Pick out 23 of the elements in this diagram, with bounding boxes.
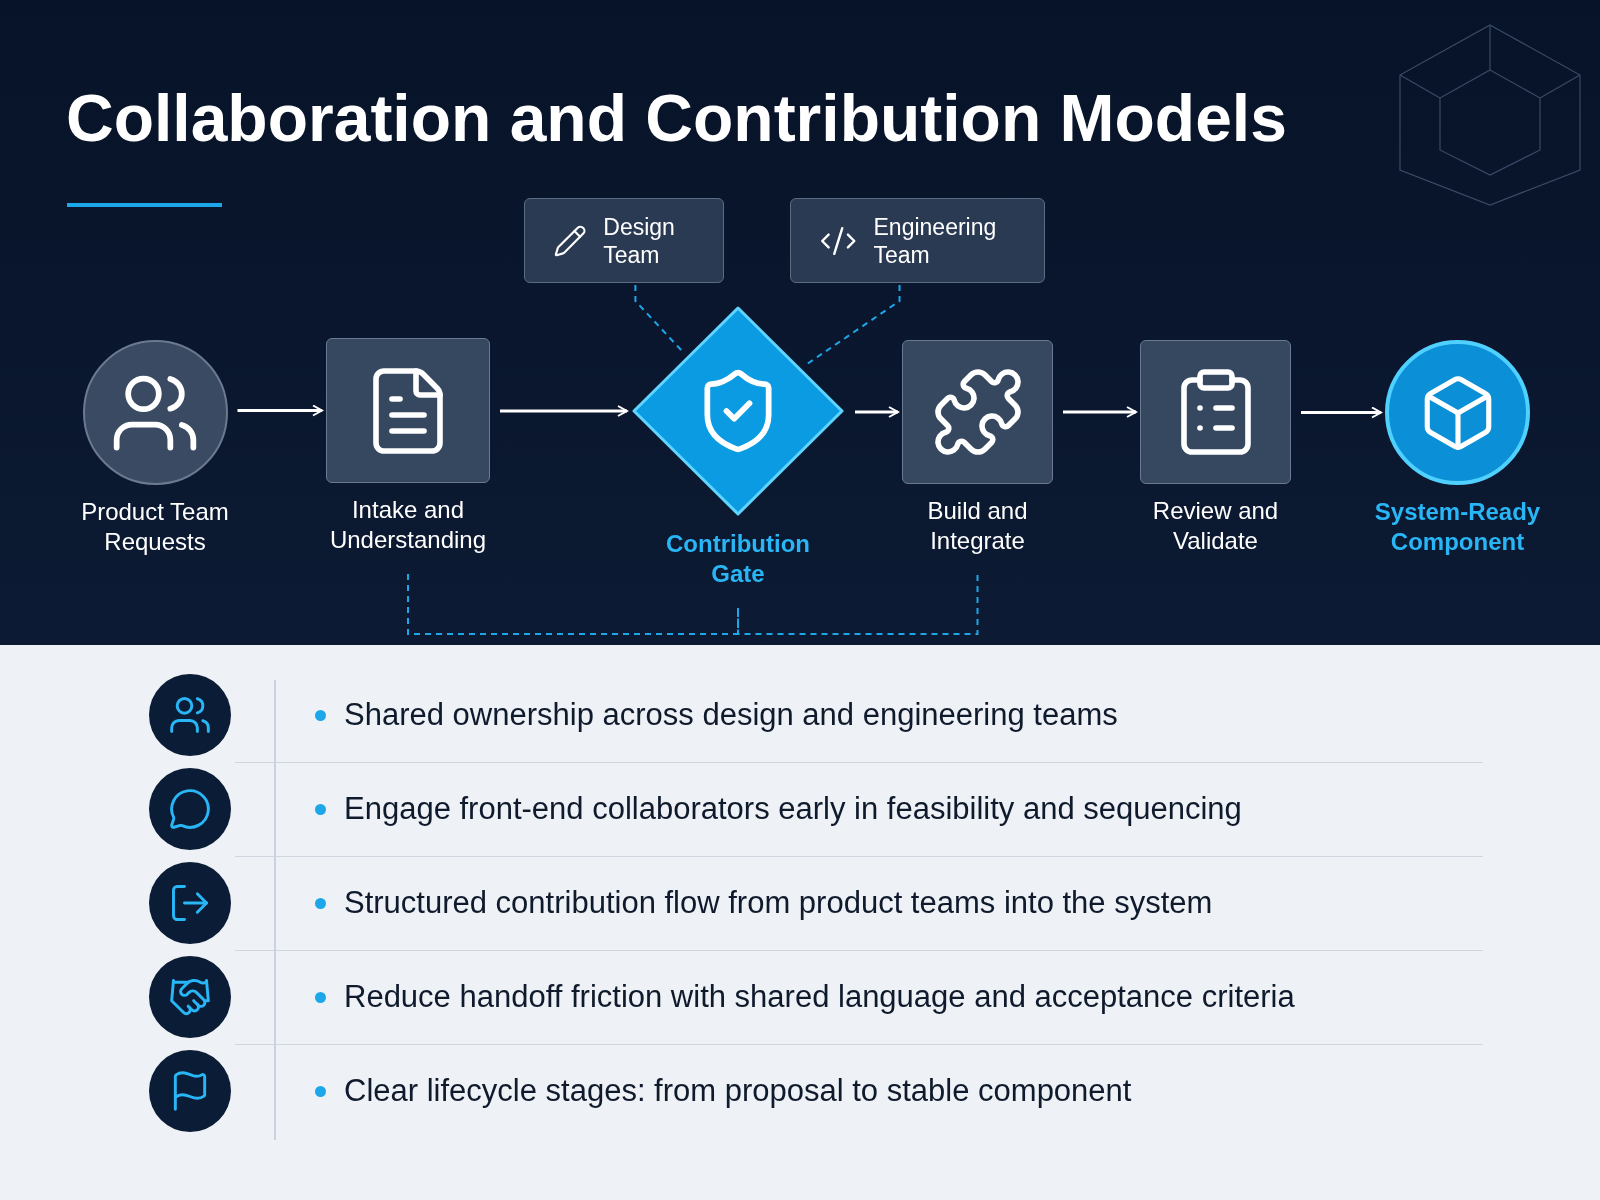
- bullet-text: Engage front-end collaborators early in feasibility and sequencing: [344, 790, 1242, 828]
- arrow: [1301, 406, 1382, 419]
- dashed-connector: [737, 574, 979, 635]
- dashed-connector: [407, 573, 739, 635]
- team-box: [524, 198, 724, 283]
- step-label: System-Ready Component: [1373, 497, 1542, 557]
- bullet-text: Clear lifecycle stages: from proposal to stable component: [344, 1072, 1132, 1110]
- arrow: [500, 405, 628, 417]
- bullet-text: Reduce handoff friction with shared language and acceptance criteria: [344, 978, 1295, 1016]
- team-label: Design Team: [603, 212, 676, 269]
- bullet-text: Structured contribution flow from product teams into the system: [344, 884, 1213, 922]
- step-label: Review and Validate: [1151, 496, 1280, 556]
- arrow: [855, 406, 899, 418]
- step-label: Build and Integrate: [926, 496, 1029, 556]
- arrow: [237, 404, 323, 417]
- bullet-text: Shared ownership across design and engineering teams: [344, 696, 1118, 734]
- title: Collaboration and Contribution Models: [66, 80, 1287, 157]
- team-label: Engineering Team: [873, 212, 998, 269]
- team-box: [790, 198, 1045, 283]
- step-label: Intake and Understanding: [328, 495, 488, 555]
- step-label: Product Team Requests: [80, 497, 230, 557]
- step-label: Contribution Gate: [665, 529, 811, 589]
- arrow: [1063, 406, 1137, 418]
